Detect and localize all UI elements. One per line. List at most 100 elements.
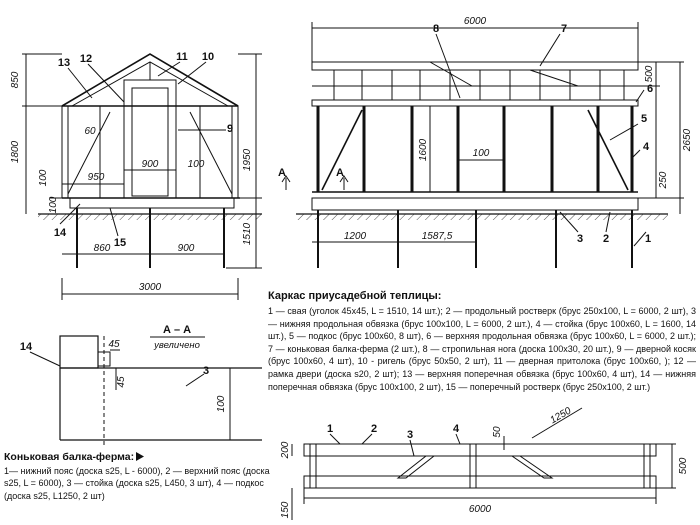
section-dim-45-top: 45 — [108, 339, 120, 350]
truss-callout-1: 1 — [327, 423, 333, 435]
side-callout-5: 5 — [641, 113, 647, 125]
front-dim-100-base: 100 — [48, 196, 59, 213]
side-callout-2: 2 — [603, 233, 609, 245]
truss-callout-2: 2 — [371, 423, 377, 435]
ridge-title: Коньковая балка-ферма: — [4, 451, 135, 463]
leader-11 — [157, 61, 181, 77]
front-roof — [61, 53, 239, 107]
side-dim-2650-label: 2650 — [682, 128, 693, 152]
side-ridge-top — [311, 61, 639, 71]
section-dim-45-side: 45 — [116, 376, 127, 388]
side-ground-hatch — [296, 214, 668, 220]
section-mark-right: А — [336, 167, 344, 179]
front-post-right — [231, 105, 239, 199]
section-callout-3: 3 — [203, 365, 209, 377]
side-callout-7: 7 — [561, 23, 567, 35]
section-post — [59, 335, 99, 369]
front-callout-10: 10 — [202, 51, 214, 63]
side-rafters — [333, 70, 625, 100]
truss-leader-3 — [409, 439, 415, 457]
front-dim-950: 950 — [88, 172, 105, 183]
side-callout-3: 3 — [577, 233, 583, 245]
truss-end-post-left — [309, 443, 317, 489]
section-mark-left: А — [278, 167, 286, 179]
front-dim-100-right: 100 — [188, 159, 205, 170]
front-view — [22, 53, 262, 300]
section-subtitle: увеличено — [153, 340, 200, 351]
side-callout-1: 1 — [645, 233, 651, 245]
truss-dim-6000-label: 6000 — [469, 504, 492, 515]
side-dim-6000-label: 6000 — [464, 16, 487, 27]
front-callout-15: 15 — [114, 237, 126, 249]
truss-mid-post — [469, 443, 477, 489]
front-cross-beam — [69, 197, 235, 209]
leader-6 — [635, 89, 645, 103]
side-callout-8: 8 — [433, 23, 439, 35]
section-dim-100-label: 100 — [216, 395, 227, 412]
leader-15 — [109, 207, 119, 237]
side-callout-4: 4 — [643, 141, 650, 153]
section-callout-14: 14 — [20, 341, 33, 353]
side-upper-binding — [311, 99, 639, 107]
truss-dim-1250 — [531, 407, 583, 439]
front-callout-12: 12 — [80, 53, 92, 65]
front-dim-1800: 1800 — [10, 140, 21, 163]
ridge-title-arrow-icon — [136, 452, 144, 461]
front-brace-right — [189, 111, 233, 195]
truss-dim-150-label: 150 — [280, 501, 291, 518]
truss-end-post-right — [643, 443, 651, 489]
front-labels: 850 1800 1950 1510 60 100 950 900 100 86… — [10, 51, 253, 293]
leader-14 — [59, 203, 81, 225]
ridge-body: 1— нижний пояс (доска s25, L - 6000), 2 … — [4, 466, 270, 501]
legend-title: Каркас приусадебной теплицы: — [268, 290, 442, 302]
front-dim-1950: 1950 — [242, 148, 253, 171]
side-callout-6: 6 — [647, 83, 653, 95]
truss-dim-200-label: 200 — [280, 441, 291, 459]
front-dim-850: 850 — [10, 71, 21, 88]
side-posts — [316, 106, 634, 192]
truss-leader-4 — [455, 433, 461, 445]
section-arrowhead-left — [281, 175, 291, 183]
side-labels: 6000 500 1600 100 2650 250 1200 1587,5 8… — [278, 16, 693, 245]
front-dim-900-inner: 900 — [142, 159, 159, 170]
front-brace-left — [67, 111, 111, 195]
front-callout-14: 14 — [54, 227, 67, 239]
side-dim-500-label: 500 — [644, 65, 655, 82]
front-callout-13: 13 — [58, 57, 70, 69]
front-dim-100-left: 100 — [38, 169, 49, 186]
side-grillage — [311, 197, 639, 211]
side-brace-left — [321, 109, 363, 191]
section-leader-3 — [185, 373, 205, 387]
side-brace-right — [587, 109, 629, 191]
front-dim-3000: 3000 — [139, 282, 162, 293]
truss-dim-1250-label: 1250 — [548, 405, 573, 426]
truss-top-chord — [303, 443, 657, 457]
leader-13 — [67, 67, 93, 99]
truss-dim-500-label: 500 — [678, 457, 689, 474]
leader-5 — [609, 123, 639, 141]
truss-brace-right — [510, 455, 554, 479]
front-dim-60: 60 — [84, 126, 96, 137]
section-a-a — [29, 335, 262, 446]
front-dim-900-bottom: 900 — [178, 243, 195, 254]
truss-leader-2 — [361, 433, 373, 445]
truss-brace-left — [396, 455, 436, 479]
front-door-panel — [131, 87, 169, 197]
ridge-truss — [291, 407, 676, 520]
truss-dim-50-label: 50 — [492, 426, 503, 438]
front-dim-1510: 1510 — [242, 222, 253, 245]
side-dim-1600-label: 1600 — [418, 138, 429, 161]
front-dim-860: 860 — [94, 243, 111, 254]
section-arrowhead-right — [339, 175, 349, 183]
side-dim-1200-label: 1200 — [344, 231, 367, 242]
leader-12 — [87, 63, 125, 103]
side-dim-250-label: 250 — [658, 171, 669, 189]
section-leader-14 — [29, 351, 61, 367]
leader-10 — [177, 61, 207, 85]
side-dim-1587-label: 1587,5 — [422, 231, 453, 242]
front-callout-9: 9 — [227, 123, 233, 135]
section-title: А – А — [163, 324, 191, 336]
truss-leader-1 — [329, 433, 341, 445]
